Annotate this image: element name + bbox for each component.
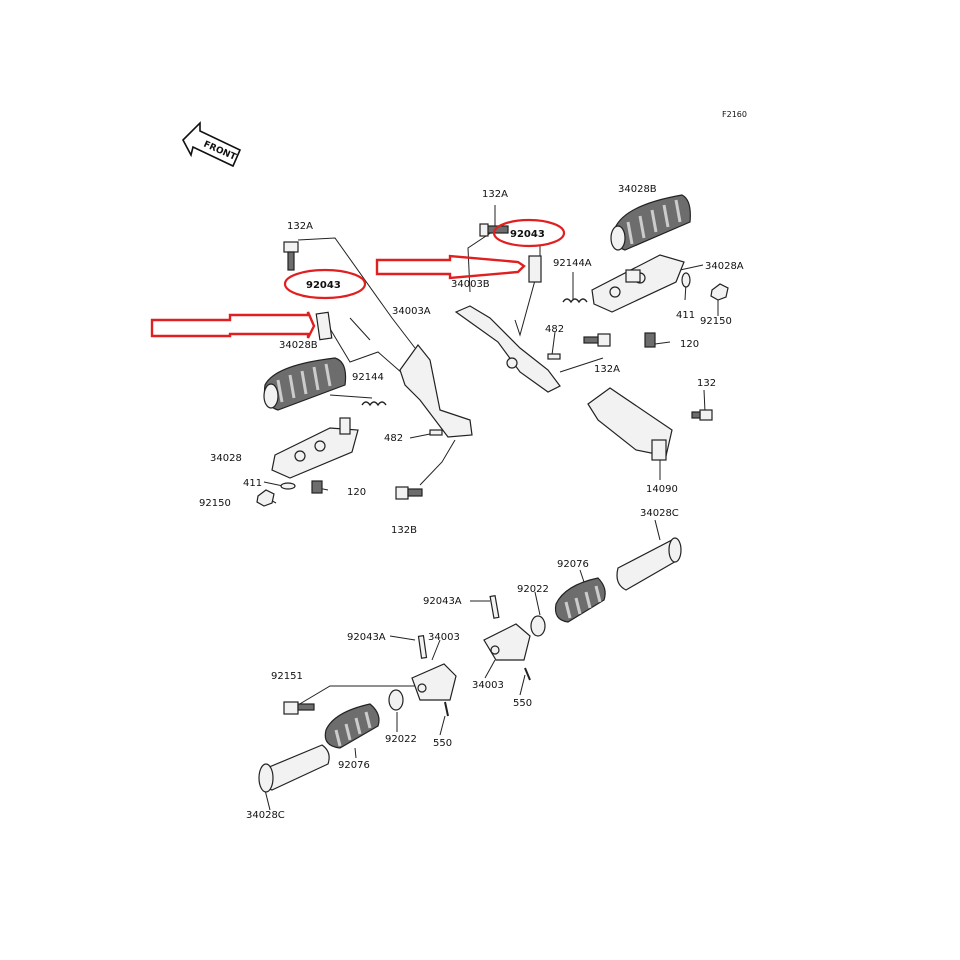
- callout-34003-left: 34003: [428, 632, 460, 643]
- callout-92022-right: 92022: [517, 584, 549, 595]
- callout-120-left: 120: [347, 487, 366, 498]
- callout-92043-left: 92043: [306, 280, 341, 291]
- callout-34028c-right: 34028C: [640, 508, 679, 519]
- callout-132a-left: 132A: [287, 221, 313, 232]
- nut-92150-left: [256, 489, 275, 507]
- grip-34028c-left: [258, 744, 330, 793]
- bolt-132a-left: [283, 241, 299, 271]
- callout-411-right: 411: [676, 310, 695, 321]
- callout-34003b: 34003B: [451, 279, 490, 290]
- spring-92144: [361, 401, 387, 407]
- bolt-132b: [395, 486, 423, 500]
- callout-34003a: 34003A: [392, 306, 431, 317]
- callout-482-right: 482: [545, 324, 564, 335]
- callout-550-left: 550: [433, 738, 452, 749]
- pin-482-left: [429, 429, 443, 436]
- callout-132a-right-bottom: 132A: [594, 364, 620, 375]
- callout-132-right: 132: [697, 378, 716, 389]
- callout-92144: 92144: [352, 372, 384, 383]
- bracket-34003a: [399, 344, 473, 438]
- bolt-132a-right-bottom: [583, 333, 611, 347]
- callout-92144a: 92144A: [553, 258, 592, 269]
- bracket-34003-left: [411, 663, 457, 701]
- callout-92043a-left: 92043A: [347, 632, 386, 643]
- highlight-arrow-left: [150, 311, 316, 339]
- callout-92022-left: 92022: [385, 734, 417, 745]
- callout-411-left: 411: [243, 478, 262, 489]
- bolt-92151: [283, 701, 315, 715]
- washer-92022-right: [530, 615, 546, 637]
- rubber-34028b-left: [263, 357, 347, 411]
- callout-92150-left: 92150: [199, 498, 231, 509]
- callout-92076-right: 92076: [557, 559, 589, 570]
- callout-34028: 34028: [210, 453, 242, 464]
- washer-411-right: [681, 272, 691, 288]
- bolt-132-right: [691, 409, 713, 421]
- pin-482-right: [547, 353, 561, 360]
- footpeg-34028a: [591, 254, 685, 313]
- rubber-92076-right: [554, 577, 606, 623]
- callout-34028b-right: 34028B: [618, 184, 657, 195]
- highlight-ellipse-left: [283, 268, 367, 300]
- grip-34028c-right: [616, 537, 682, 591]
- front-arrow-icon: FRONT: [182, 121, 242, 168]
- callout-34028b-left: 34028B: [279, 340, 318, 351]
- callout-550-right: 550: [513, 698, 532, 709]
- bolt-132a-right-top: [479, 223, 509, 237]
- nut-92150-right: [710, 283, 729, 301]
- pin-92043-left: [315, 311, 333, 341]
- bracket-34003-right: [483, 623, 531, 661]
- callout-92151: 92151: [271, 671, 303, 682]
- bolt-120-right: [644, 332, 656, 348]
- callout-92076-left: 92076: [338, 760, 370, 771]
- cotter-550-left: [444, 701, 449, 717]
- callout-92043-right: 92043: [510, 229, 545, 240]
- pin-92043a-left: [417, 635, 428, 659]
- bottom-parts-assembly: 34028C 92076 92022 92043A 34003 550 9204…: [246, 508, 682, 821]
- bracket-34003b: [454, 305, 561, 393]
- callout-120-right: 120: [680, 339, 699, 350]
- bolt-120-left: [311, 480, 323, 494]
- highlight-ellipse-right: [492, 218, 566, 248]
- left-footpeg-assembly: 132A 92043 34028B 92144 34003A 482 34028…: [150, 221, 473, 536]
- footpeg-34028: [271, 417, 359, 479]
- callout-92043a-right: 92043A: [423, 596, 462, 607]
- callout-34003-right: 34003: [472, 680, 504, 691]
- rubber-92076-left: [324, 703, 380, 749]
- rubber-34028b-right: [610, 194, 691, 251]
- figure-code: F2160: [722, 110, 747, 119]
- callout-34028a: 34028A: [705, 261, 744, 272]
- callout-132b: 132B: [391, 525, 417, 536]
- right-footpeg-assembly: 132A 92043 92144A 34003B 34028B 34028A 4…: [375, 184, 744, 495]
- callout-34028c-left: 34028C: [246, 810, 285, 821]
- pin-92043-right: [528, 255, 542, 283]
- callout-92150-right: 92150: [700, 316, 732, 327]
- pin-92043a-right: [489, 594, 500, 619]
- callout-482-left: 482: [384, 433, 403, 444]
- cotter-550-right: [524, 667, 531, 681]
- washer-411-left: [280, 482, 296, 490]
- spring-92144a: [562, 298, 588, 304]
- callout-14090: 14090: [646, 484, 678, 495]
- callout-132a-right-top: 132A: [482, 189, 508, 200]
- highlight-arrow-right: [375, 254, 526, 280]
- heel-guard-14090: [587, 387, 673, 461]
- washer-92022-left: [388, 689, 404, 711]
